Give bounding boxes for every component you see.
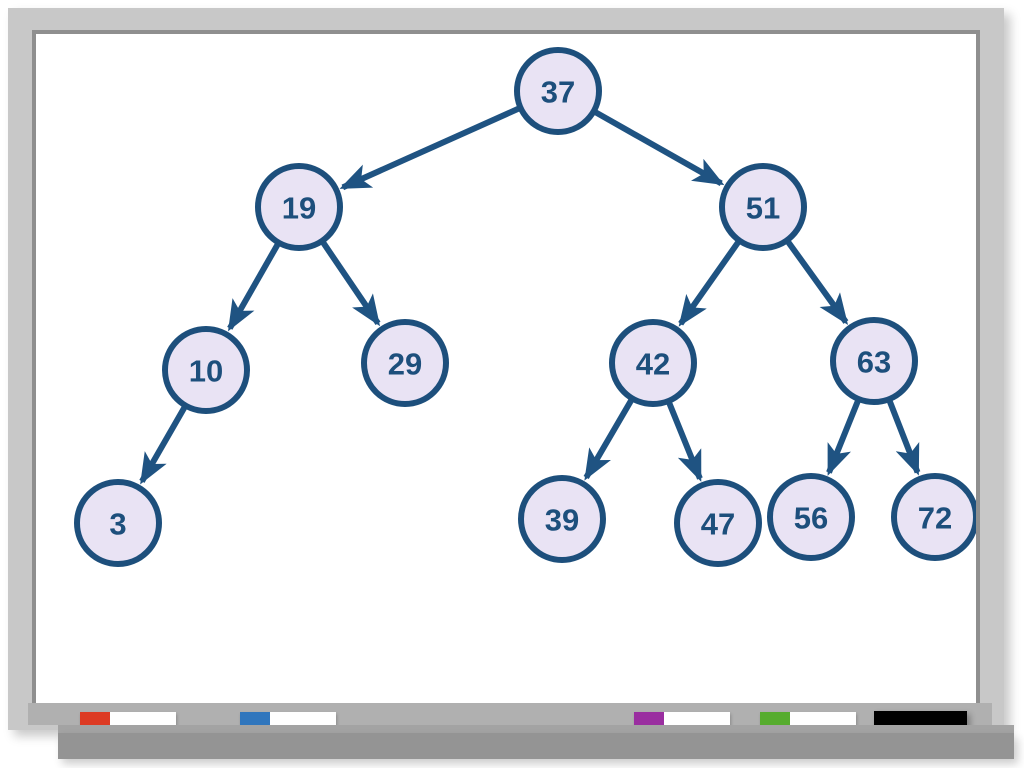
node-label-51: 51 [746,191,780,226]
tree-edge-n51-to-n42 [678,239,742,327]
node-label-63: 63 [857,345,891,380]
node-label-19: 19 [282,191,316,226]
tree-node-63[interactable]: 63 [830,317,918,405]
tree-edge-n37-to-n19 [339,105,521,191]
tree-node-19[interactable]: 19 [255,163,343,251]
node-label-10: 10 [189,354,223,389]
node-circle-56 [767,473,855,561]
tree-nodes: 37 19 51 10 29 42 63 3 39 47 56 72 [74,47,976,567]
tree-edge-n63-to-n56 [826,398,862,476]
tree-edge-n19-to-n10 [227,241,281,332]
tree-node-51[interactable]: 51 [719,163,807,251]
tree-node-42[interactable]: 42 [609,319,697,407]
tree-edge-n51-to-n63 [785,239,849,325]
whiteboard-surface: 37 19 51 10 29 42 63 3 39 47 56 72 [36,34,976,704]
tree-node-29[interactable]: 29 [361,319,449,407]
tree-edge-n63-to-n72 [886,399,921,476]
tree-edge-n37-to-n51 [593,109,725,186]
node-circle-51 [719,163,807,251]
node-label-37: 37 [541,75,575,110]
binary-search-tree-diagram: 37 19 51 10 29 42 63 3 39 47 56 72 [74,47,976,567]
node-circle-63 [830,317,918,405]
node-label-39: 39 [545,503,579,538]
node-circle-10 [162,326,250,414]
node-label-56: 56 [794,501,828,536]
node-circle-42 [609,319,697,407]
node-label-29: 29 [388,347,422,382]
node-label-42: 42 [636,347,670,382]
node-circle-72 [891,473,976,561]
whiteboard-frame: 37 19 51 10 29 42 63 3 39 47 56 72 [8,8,1004,730]
tree-node-39[interactable]: 39 [518,475,606,563]
node-circle-29 [361,319,449,407]
tree-edge-n10-to-n3 [139,404,188,485]
node-label-3: 3 [109,507,126,542]
marker-tray-face [58,725,1014,735]
node-circle-47 [674,479,762,567]
tree-edge-n42-to-n39 [583,397,635,481]
tree-edges [139,105,921,485]
marker-tray-shelf [58,733,1014,759]
tree-edge-n19-to-n29 [320,240,381,327]
node-label-72: 72 [918,501,952,536]
node-circle-39 [518,475,606,563]
tree-node-3[interactable]: 3 [74,479,162,567]
node-label-47: 47 [701,507,735,542]
node-circle-3 [74,479,162,567]
tree-node-37[interactable]: 37 [514,47,602,135]
node-circle-37 [514,47,602,135]
tree-node-56[interactable]: 56 [767,473,855,561]
tree-node-10[interactable]: 10 [162,326,250,414]
tree-node-47[interactable]: 47 [674,479,762,567]
node-circle-19 [255,163,343,251]
tree-edge-n42-to-n47 [666,400,703,482]
tree-node-72[interactable]: 72 [891,473,976,561]
